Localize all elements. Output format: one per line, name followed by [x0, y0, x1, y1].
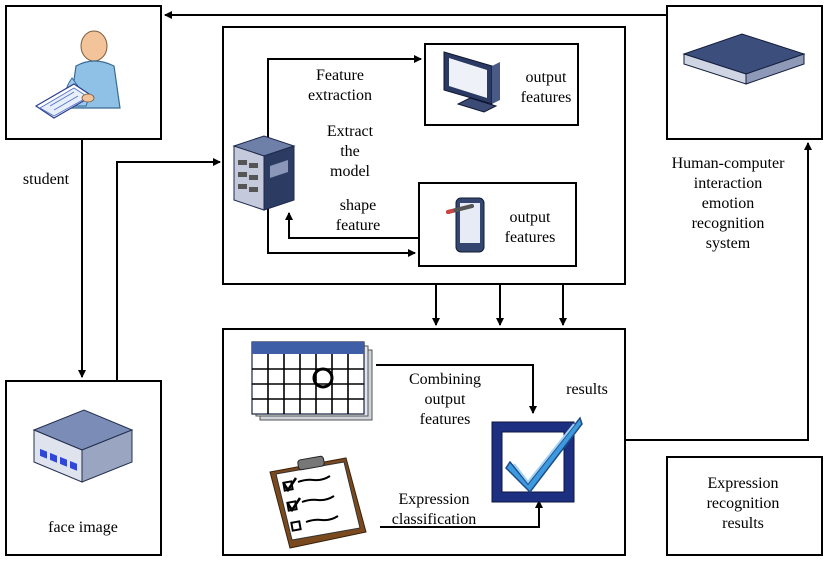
- student-box: [5, 5, 162, 140]
- output-features-bottom-box: [418, 182, 577, 267]
- face-image-label: face image: [48, 519, 118, 536]
- arrow-server-to-tablet: [267, 205, 416, 257]
- hci-device-box: [666, 5, 823, 140]
- tablet-stylus-icon: [446, 197, 485, 253]
- feature-extraction-box: [222, 26, 626, 285]
- output-features-bottom-label: output features: [504, 209, 556, 246]
- classification-box: [222, 328, 626, 556]
- student-label: student: [22, 171, 70, 188]
- arrow-calendar-to-results: [376, 364, 537, 414]
- arrow-clipboard-to-results: [380, 500, 543, 528]
- shape-feature-label: shape feature: [335, 197, 381, 234]
- extract-model-label: Extract the model: [326, 123, 374, 180]
- calendar-icon: [251, 341, 373, 421]
- checkmark-box-icon: [491, 416, 583, 503]
- face-image-box: [5, 380, 162, 556]
- output-features-top-box: [424, 43, 579, 126]
- feature-extraction-label: Feature extraction: [308, 67, 372, 104]
- arrow-face-to-server: [116, 158, 221, 380]
- arrow-classification-to-hci: [626, 142, 812, 441]
- results-label: results: [566, 381, 608, 398]
- server-tower-icon: [232, 135, 296, 211]
- monitor-icon: [443, 51, 500, 113]
- combining-output-features-label: Combining output features: [408, 371, 481, 428]
- hci-system-label: Human-computer interaction emotion recog…: [671, 155, 785, 252]
- output-features-top-label: output features: [520, 69, 572, 106]
- arrow-tablet-to-server: [285, 212, 418, 239]
- arrow-server-to-monitor: [267, 55, 422, 140]
- student-at-desk-icon: [34, 30, 121, 119]
- camera-device-icon: [32, 409, 134, 483]
- expression-recognition-results-label: Expression recognition results: [706, 475, 780, 532]
- expression-results-box: [666, 456, 823, 556]
- checklist-clipboard-icon: [269, 455, 367, 549]
- expression-classification-label: Expression classification: [391, 491, 477, 528]
- flat-device-icon: [682, 33, 806, 85]
